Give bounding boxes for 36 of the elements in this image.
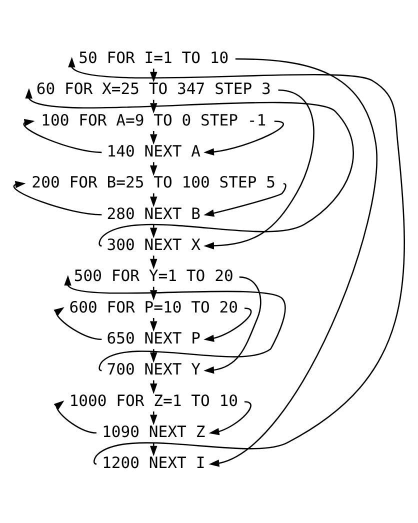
node-text: 300 NEXT X — [106, 236, 201, 254]
node-text: 700 NEXT Y — [106, 360, 201, 379]
arrow — [150, 131, 158, 145]
arrow — [204, 182, 286, 217]
arrow — [150, 68, 158, 82]
arrow — [24, 118, 102, 154]
arrow — [204, 89, 314, 250]
node-text: 140 NEXT A — [106, 142, 201, 160]
arrow — [14, 180, 102, 216]
node-text: 600 FOR P=10 TO 20 — [69, 298, 238, 316]
arrow — [150, 162, 158, 176]
arrow — [150, 193, 158, 207]
arrow — [25, 88, 354, 246]
node-text: 60 FOR X=25 TO 347 STEP 3 — [36, 80, 271, 98]
arrow — [204, 276, 262, 374]
node-text: 1200 NEXT I — [102, 454, 206, 472]
arrow — [150, 411, 158, 426]
arrow — [150, 318, 158, 332]
arrow — [208, 401, 252, 436]
arrow — [150, 256, 158, 270]
arrow — [204, 120, 284, 156]
node-text: 50 FOR I=1 TO 10 — [78, 48, 229, 67]
node-text: 100 FOR A=9 TO 0 STEP -1 — [41, 111, 266, 130]
arrow — [208, 58, 378, 467]
arrow — [54, 400, 97, 434]
arrow — [68, 56, 405, 464]
arrow — [204, 308, 252, 342]
node-text: 1090 NEXT Z — [102, 422, 206, 441]
arrow — [150, 380, 158, 394]
arrow — [54, 307, 102, 340]
node-text: 280 NEXT B — [106, 204, 201, 223]
arrow — [64, 275, 286, 371]
node-text: 1000 FOR Z=1 TO 10 — [69, 392, 238, 410]
node-text: 500 FOR Y=1 TO 20 — [74, 267, 234, 286]
node-text: 650 NEXT P — [106, 329, 201, 348]
node-text: 200 FOR B=25 TO 100 STEP 5 — [32, 174, 276, 192]
